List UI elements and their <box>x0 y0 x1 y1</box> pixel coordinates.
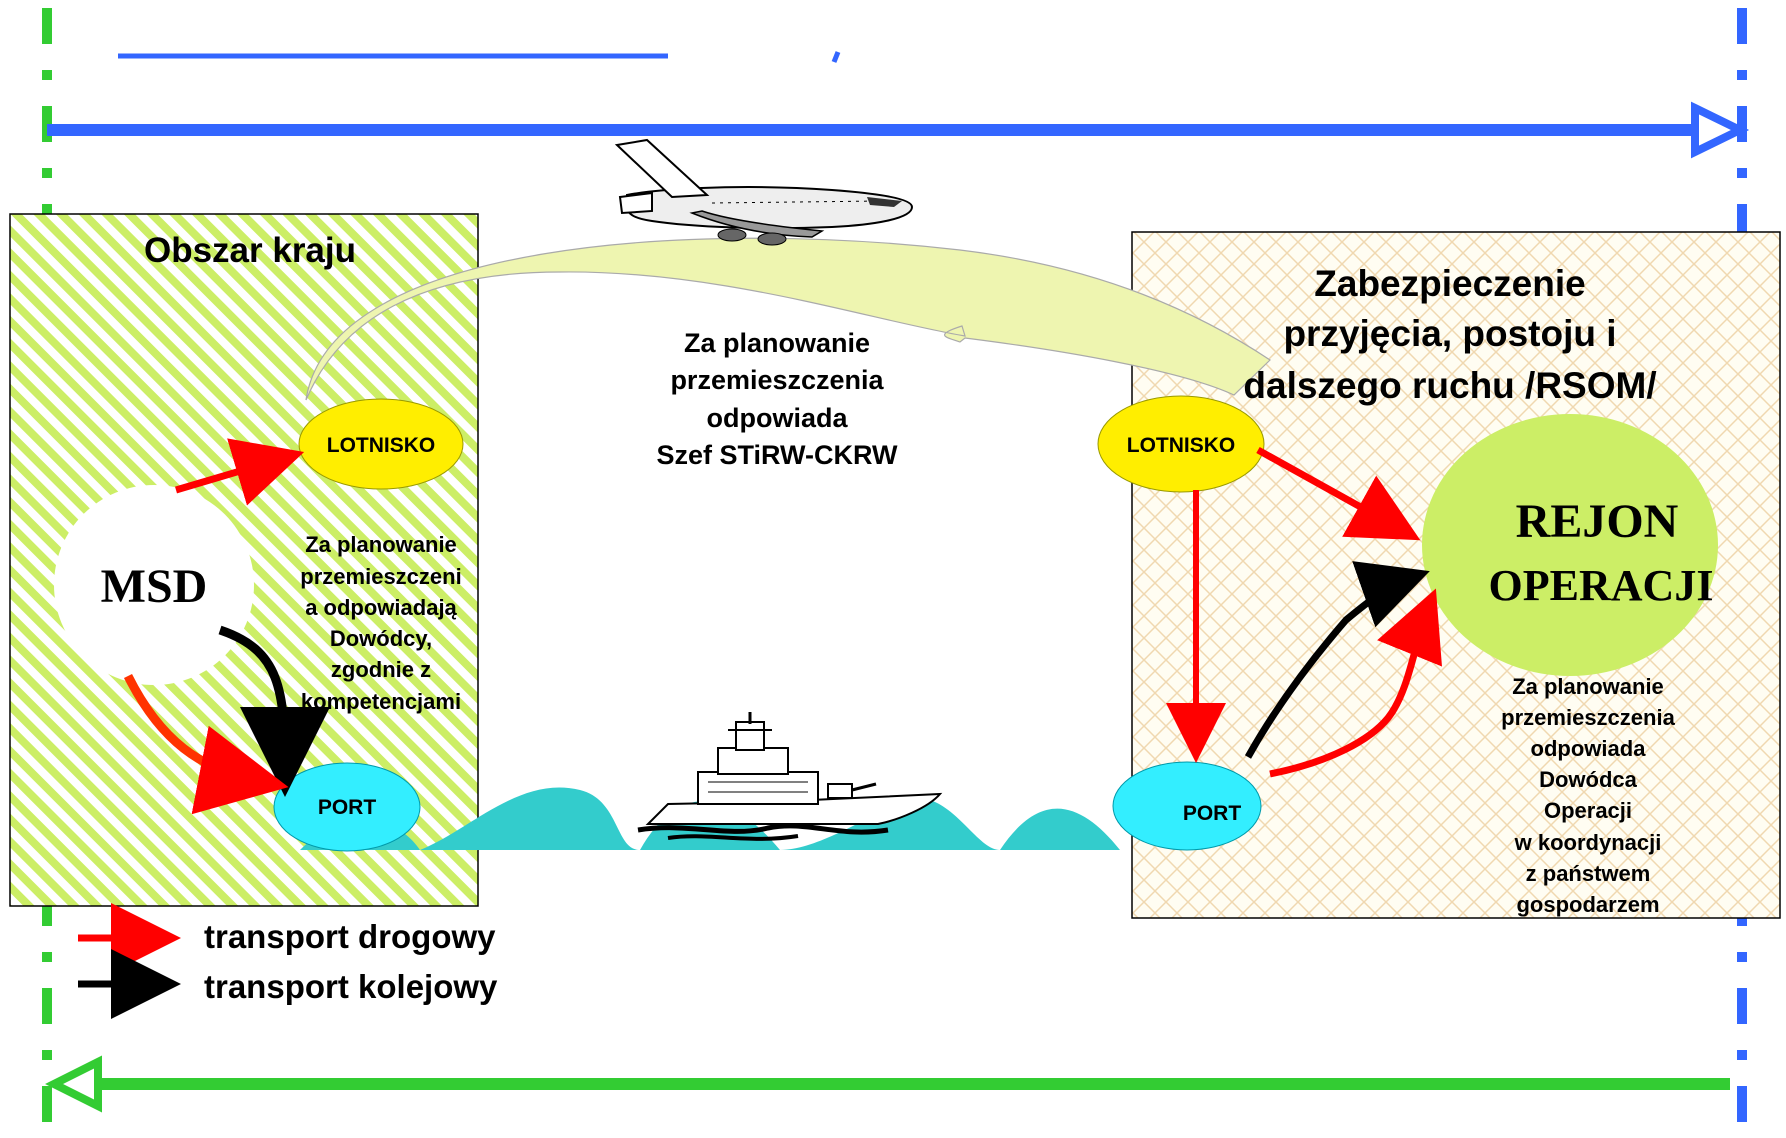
svg-text:dalszego ruchu /RSOM/: dalszego ruchu /RSOM/ <box>1243 365 1656 406</box>
operation-area-line-2: OPERACJI <box>1489 561 1714 610</box>
right-port-label: PORT <box>1183 802 1242 825</box>
msd-label: MSD <box>101 560 208 613</box>
svg-text:Dowódcy,: Dowódcy, <box>330 626 432 651</box>
left-note: Za planowanie przemieszczeni a odpowiada… <box>300 532 461 714</box>
svg-text:gospodarzem: gospodarzem <box>1516 892 1659 917</box>
svg-text:Za planowanie: Za planowanie <box>684 328 870 358</box>
svg-text:odpowiada: odpowiada <box>1531 736 1647 761</box>
warship-icon <box>637 712 943 841</box>
svg-text:w koordynacji: w koordynacji <box>1514 830 1662 855</box>
operation-area-line-1: REJON <box>1516 495 1679 548</box>
svg-text:Dowódca: Dowódca <box>1539 767 1638 792</box>
svg-text:Za planowanie: Za planowanie <box>1512 674 1664 699</box>
right-region-title: Zabezpieczenie przyjęcia, postoju i dals… <box>1243 263 1656 406</box>
legend-road-label: transport drogowy <box>204 918 496 955</box>
airplane-icon <box>614 138 914 246</box>
operation-area-node <box>1422 414 1718 676</box>
svg-text:zgodnie z: zgodnie z <box>331 657 431 682</box>
bottom-arrow <box>45 1055 1730 1113</box>
svg-text:przemieszczenia: przemieszczenia <box>1501 705 1675 730</box>
road-arrow-airport-to-operation <box>1256 446 1421 541</box>
svg-text:Zabezpieczenie: Zabezpieczenie <box>1314 263 1585 304</box>
svg-text:Operacji: Operacji <box>1544 798 1632 823</box>
msd-node <box>54 485 254 685</box>
svg-text:z państwem: z państwem <box>1526 861 1651 886</box>
flight-path-arrow <box>305 237 1271 401</box>
left-region-title: Obszar kraju <box>144 231 356 270</box>
top-arrow <box>47 101 1750 159</box>
svg-text:kompetencjami: kompetencjami <box>301 689 461 714</box>
road-arrow-msd-to-airport <box>175 438 305 506</box>
svg-text:Za planowanie: Za planowanie <box>305 532 457 557</box>
right-airport-node <box>1097 395 1265 493</box>
legend-rail-label: transport kolejowy <box>204 968 498 1005</box>
header-tick <box>831 51 841 63</box>
svg-text:przyjęcia, postoju i: przyjęcia, postoju i <box>1283 313 1616 354</box>
svg-text:Szef STiRW-CKRW: Szef STiRW-CKRW <box>657 440 898 470</box>
center-note: Za planowanie przemieszczenia odpowiada … <box>657 328 898 470</box>
legend: transport drogowy transport kolejowy <box>78 903 498 1019</box>
svg-text:a odpowiadają: a odpowiadają <box>305 595 457 620</box>
right-note: Za planowanie przemieszczenia odpowiada … <box>1501 674 1675 917</box>
right-airport-label: LOTNISKO <box>1127 434 1236 457</box>
svg-text:przemieszczeni: przemieszczeni <box>300 564 461 589</box>
left-port-label: PORT <box>318 796 377 819</box>
road-arrow-msd-to-port <box>123 673 289 815</box>
svg-text:przemieszczenia: przemieszczenia <box>670 365 884 395</box>
svg-text:odpowiada: odpowiada <box>707 403 849 433</box>
left-airport-label: LOTNISKO <box>327 434 436 457</box>
road-arrow-port-to-operation <box>1269 588 1443 778</box>
